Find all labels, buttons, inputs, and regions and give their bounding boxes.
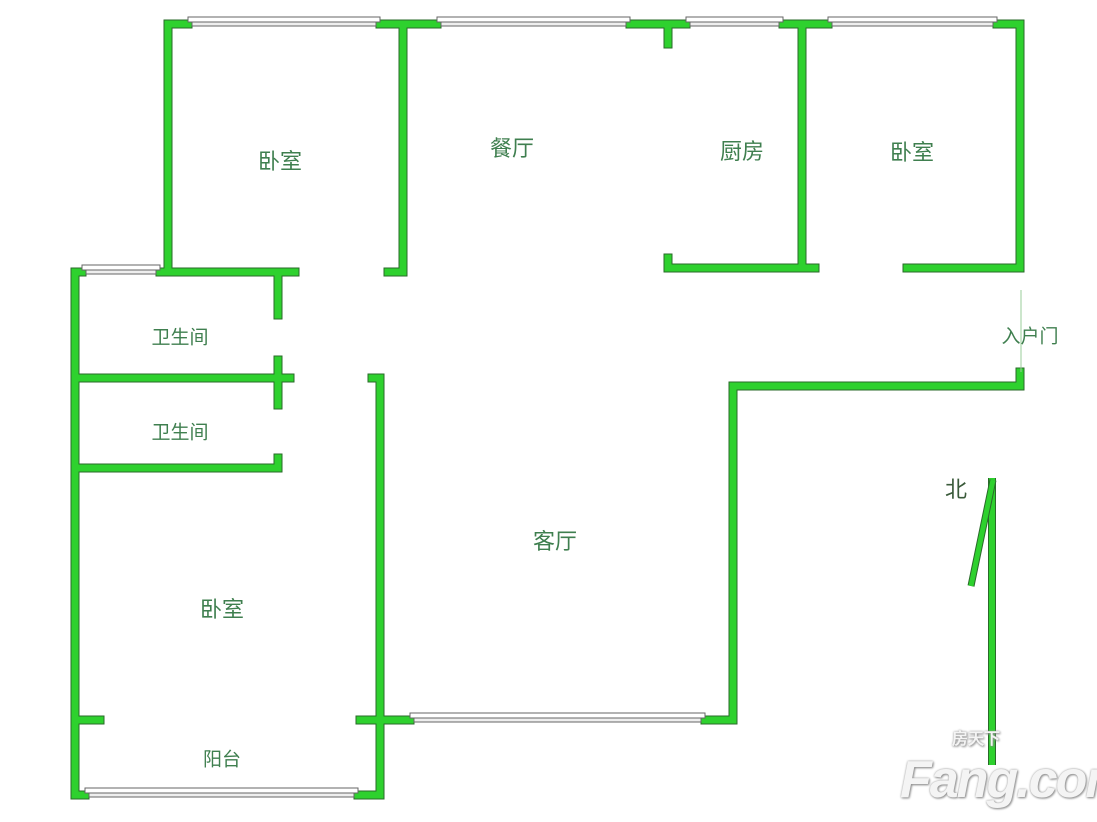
windows (81, 16, 998, 798)
wall (164, 20, 192, 276)
walls (70, 19, 1025, 800)
room-label-balcony: 阳台 (202, 748, 242, 771)
room-label-bedroom: 卧室 (257, 150, 303, 175)
wall (354, 374, 384, 799)
wall (700, 367, 1025, 725)
window (187, 16, 381, 27)
wall (71, 454, 282, 472)
wall (701, 368, 1024, 724)
north-arrow-icon (967, 478, 997, 765)
window (81, 264, 161, 275)
window (685, 16, 784, 27)
room-label-bedroom: 卧室 (199, 598, 245, 623)
window (409, 712, 706, 723)
window (436, 16, 631, 27)
watermark-brand-cn: 房天下 (952, 731, 1001, 748)
room-label-bathroom: 卫生间 (151, 326, 209, 349)
wall (71, 268, 89, 799)
room-label-entrance: 入户门 (1001, 325, 1059, 348)
room-label-living: 客厅 (532, 530, 578, 555)
wall (664, 254, 819, 272)
room-label-bedroom: 卧室 (889, 141, 935, 166)
compass-north-label: 北 (944, 478, 968, 503)
room-label-dining: 餐厅 (489, 137, 535, 162)
window (84, 787, 359, 798)
room-label-bathroom: 卫生间 (151, 421, 209, 444)
watermark-logo: 房天下 Fang.com (900, 731, 1097, 809)
wall (993, 20, 1024, 272)
window (827, 16, 998, 27)
room-label-kitchen: 厨房 (719, 140, 765, 165)
wall (384, 20, 407, 276)
watermark-brand: Fang.com (900, 751, 1097, 809)
